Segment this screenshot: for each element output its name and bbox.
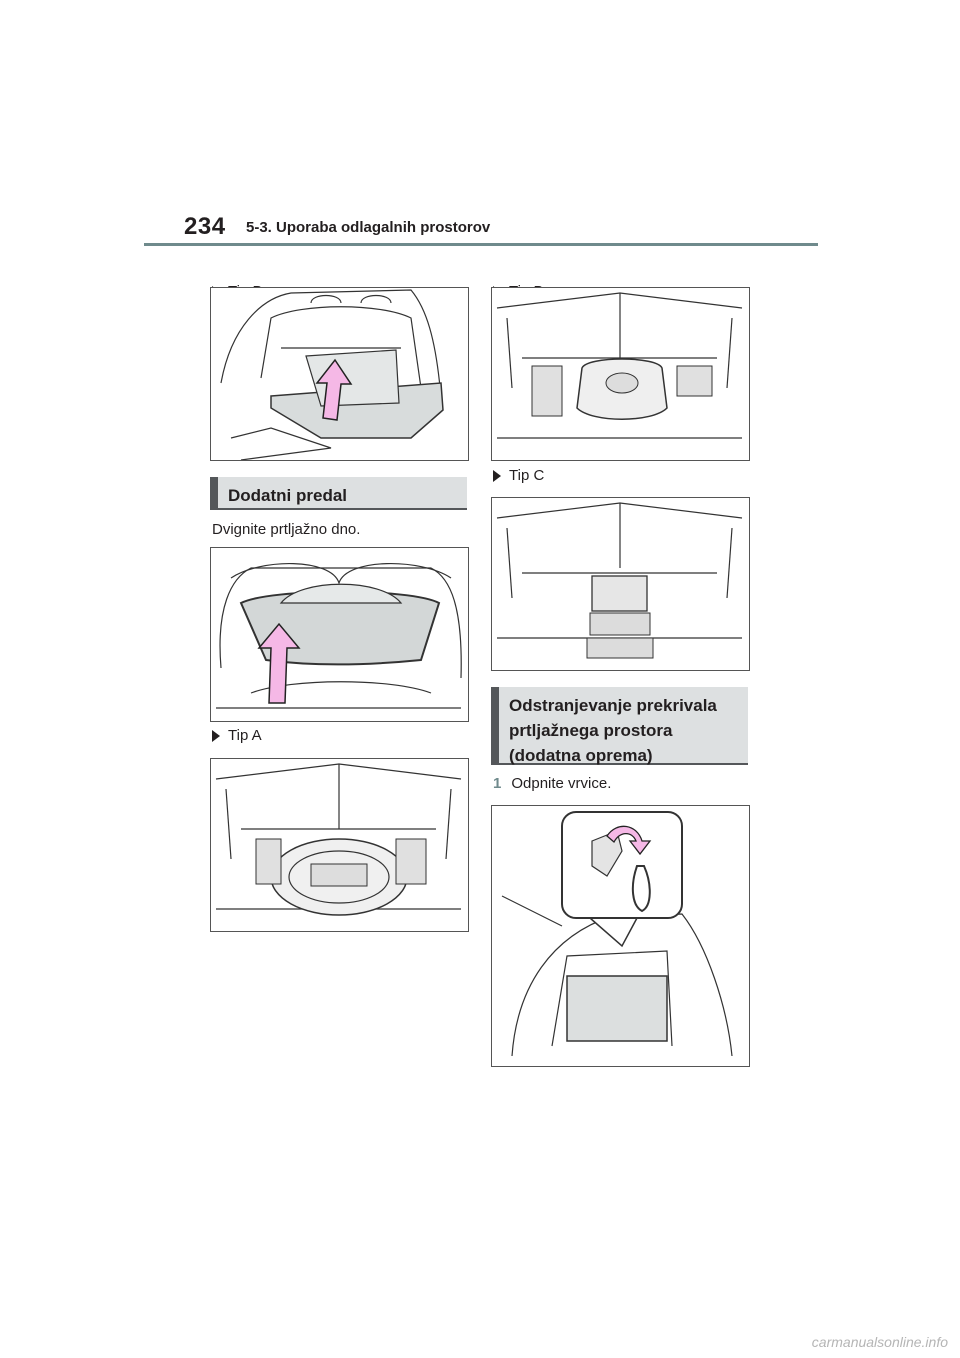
step-text: Odpnite vrvice.	[511, 775, 612, 792]
trunk-board-illustration	[220, 289, 444, 460]
heading-dodatni-predal: Dodatni predal	[210, 477, 467, 510]
page-number: 234	[184, 213, 226, 240]
figure-tip-c-tray	[491, 497, 750, 671]
tip-c-tray-illustration	[496, 502, 743, 659]
instruction-text: Dvignite prtljažno dno.	[212, 521, 361, 538]
step-1: 1 Odpnite vrvice.	[493, 775, 611, 792]
triangle-bullet-icon	[212, 729, 220, 742]
figure-tip-a-tray	[210, 758, 469, 932]
figure-luggage-board-tip-b	[210, 287, 469, 461]
section-title: 5-3. Uporaba odlagalnih prostorov	[246, 219, 491, 236]
label-tip-c: Tip C	[493, 467, 544, 484]
figure-lift-floor	[210, 547, 469, 722]
header-rule	[144, 243, 818, 246]
heading-odstranjevanje: Odstranjevanje prekrivala prtljažnega pr…	[491, 687, 748, 765]
figure-tip-b-tray	[491, 287, 750, 461]
detach-cords-illustration	[501, 811, 733, 1057]
figure-detach-cords	[491, 805, 750, 1067]
heading-line-3: (dodatna oprema)	[509, 746, 653, 765]
tip-b-tray-illustration	[496, 292, 743, 439]
label-tip-a: Tip A	[212, 727, 262, 744]
step-number: 1	[493, 775, 502, 792]
tip-a-tray-illustration	[215, 763, 462, 916]
lift-floor-illustration	[216, 563, 462, 709]
triangle-bullet-icon	[493, 469, 501, 482]
heading-line-1: Odstranjevanje prekrivala	[509, 696, 717, 715]
heading-line-2: prtljažnega prostora	[509, 721, 673, 740]
footer-watermark: carmanualsonline.info	[811, 1334, 948, 1350]
